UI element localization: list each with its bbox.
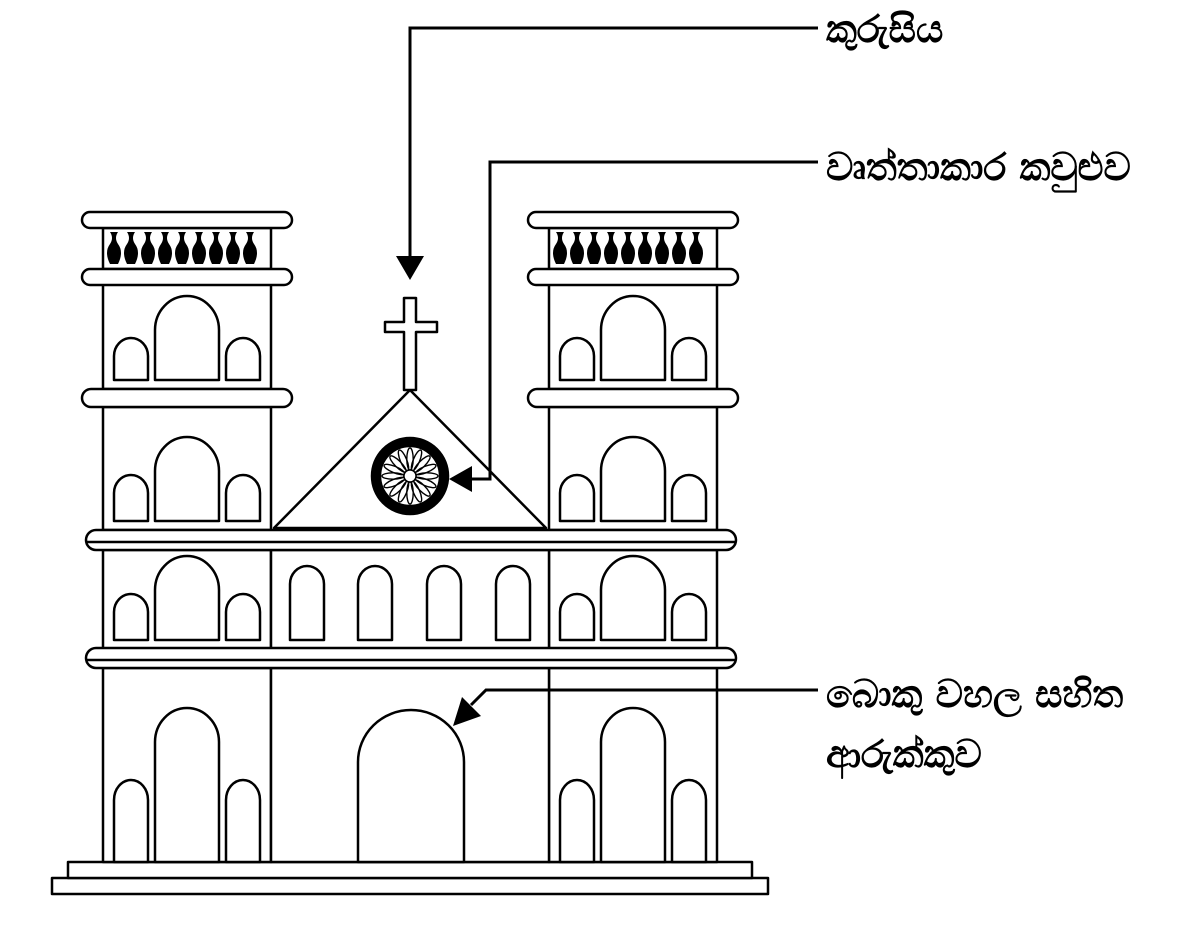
cross — [385, 298, 437, 390]
label-cross: කුරුසිය — [826, 7, 944, 51]
left-cap-bottom — [82, 269, 292, 285]
base-lower-step — [52, 878, 768, 894]
leader-cross — [410, 28, 818, 256]
cornice-lower — [86, 648, 736, 668]
left-ledge-1 — [82, 389, 292, 407]
arrow-head-icon — [453, 697, 481, 726]
right-tower — [528, 212, 738, 862]
left-balusters — [107, 232, 257, 264]
arrow-head-icon — [396, 256, 424, 280]
rose-window — [372, 438, 448, 514]
arrow-head-icon — [449, 466, 472, 492]
leader-rose — [470, 162, 818, 479]
label-rose-window: වෘත්තාකාර කවුළුව — [826, 145, 1131, 189]
right-cap-top — [528, 212, 738, 228]
main-arched-door — [358, 710, 464, 862]
base-upper-step — [68, 862, 752, 878]
left-cap-top — [82, 212, 292, 228]
center-nave — [271, 550, 549, 862]
right-ledge-1 — [528, 389, 738, 407]
label-arched-door-line1: බොකු වහල සහිත — [826, 672, 1124, 716]
right-balusters — [553, 232, 703, 264]
right-cap-bottom — [528, 269, 738, 285]
leader-lines — [410, 28, 818, 705]
cornice-upper — [86, 530, 736, 550]
label-arched-door-line2: ආරුක්කුව — [826, 732, 982, 776]
leader-arch — [471, 690, 818, 705]
